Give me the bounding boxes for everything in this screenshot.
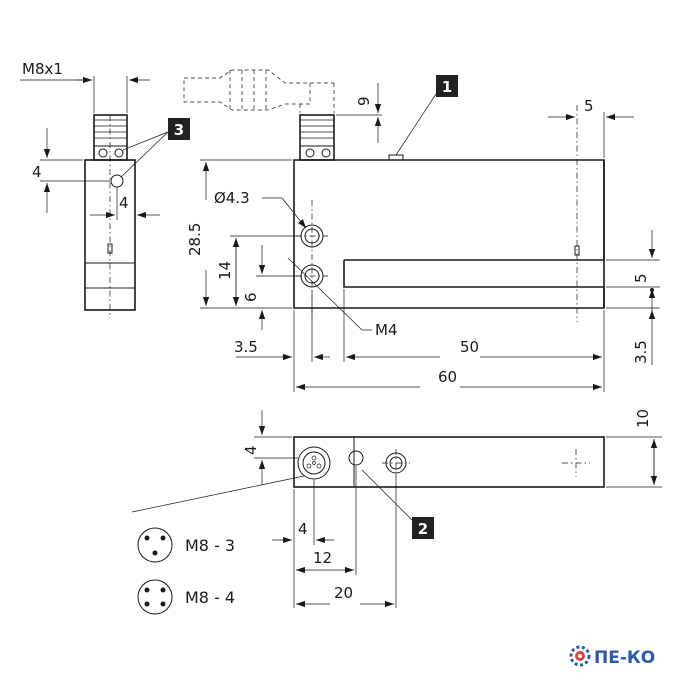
- dim-thread: M8x1: [22, 60, 63, 78]
- dim-5-slot: 5: [632, 273, 650, 283]
- dim-14: 14: [216, 261, 234, 280]
- callout-1: 1: [436, 75, 458, 97]
- dim-bottom-4-vertical: 4: [242, 445, 260, 455]
- dim-28-5: 28.5: [186, 223, 204, 256]
- dim-9: 9: [355, 96, 373, 106]
- label-m8-3: M8 - 3: [185, 536, 235, 555]
- dim-6: 6: [242, 292, 260, 302]
- dim-10: 10: [634, 409, 652, 428]
- dim-12: 12: [313, 549, 332, 567]
- callout-2: 2: [412, 517, 434, 539]
- bottom-view: 10 4 4 12 20: [131, 409, 662, 608]
- front-view: 9 5 28.5 14 6 Ø4.3 M4: [183, 69, 660, 392]
- dim-3-5-right: 3.5: [632, 340, 650, 364]
- label-m8-4: M8 - 4: [185, 588, 235, 607]
- dim-side-4-horizontal: 4: [119, 194, 129, 212]
- fork-slot: [343, 259, 604, 288]
- bottom-led: [348, 450, 364, 466]
- dim-bottom-4-horizontal: 4: [298, 520, 308, 538]
- gear-icon: [569, 645, 591, 667]
- bottom-connector: [297, 446, 331, 480]
- dim-5-top: 5: [584, 97, 594, 115]
- dim-side-4-vertical: 4: [32, 163, 42, 181]
- dim-50: 50: [460, 338, 479, 356]
- side-connector: [93, 114, 128, 161]
- pinout-m8-4: M8 - 4: [137, 579, 235, 615]
- dim-20: 20: [334, 584, 353, 602]
- dim-3-5-left: 3.5: [234, 338, 258, 356]
- dim-screw: M4: [375, 321, 398, 339]
- svg-text:1: 1: [442, 78, 452, 96]
- front-connector: [299, 114, 335, 161]
- side-view: M8x1 4 4: [20, 60, 169, 318]
- dim-hole-diameter: Ø4.3: [214, 189, 250, 207]
- logo-text: ПЕ-КО: [594, 648, 655, 668]
- cable-plug: [183, 69, 311, 111]
- svg-text:2: 2: [418, 520, 428, 538]
- bottom-body: [293, 436, 605, 488]
- svg-text:3: 3: [174, 121, 184, 139]
- pinout-m8-3: M8 - 3: [137, 527, 235, 563]
- callout-3: 3: [168, 118, 190, 140]
- logo: ПЕ-КО: [569, 645, 655, 668]
- dim-60: 60: [438, 368, 457, 386]
